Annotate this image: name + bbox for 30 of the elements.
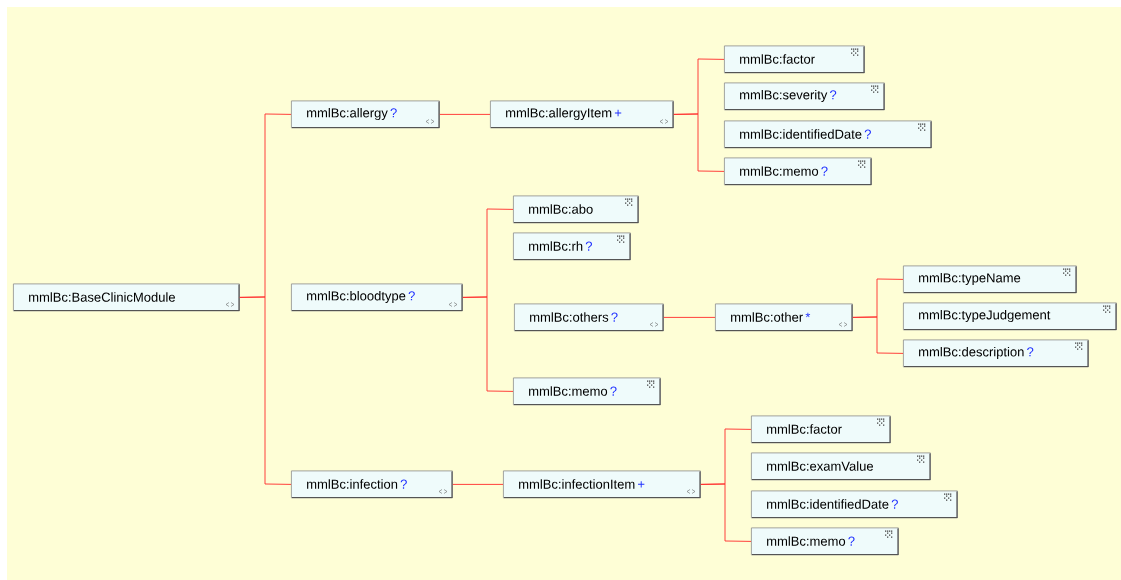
element-box: mmlBc:examValue (751, 452, 931, 481)
element-box: mmlBc:identifiedDate ? (751, 490, 958, 519)
element-box: mmlBc:typeName (903, 265, 1077, 294)
element-box: mmlBc:identifiedDate ? (724, 120, 932, 149)
element-box: mmlBc:description ? (903, 339, 1089, 368)
connector-line (852, 316, 904, 354)
element-box: mmlBc:allergy ? (291, 100, 440, 129)
element-box: mmlBc:rh ? (513, 232, 631, 261)
element-box: mmlBc:factor (751, 415, 891, 444)
connector-line (452, 483, 504, 485)
connector-line (663, 316, 716, 318)
connector-line (462, 296, 514, 392)
element-box: mmlBc:abo (513, 195, 639, 224)
connector-line (700, 483, 752, 542)
element-box: mmlBc:infection ? (291, 470, 453, 499)
element-box: mmlBc:memo ? (724, 157, 872, 186)
element-box: mmlBc:allergyItem + (490, 100, 674, 129)
element-box: mmlBc:others ? (514, 303, 664, 332)
element-box: mmlBc:typeJudgement (903, 302, 1117, 331)
connector-line (239, 296, 292, 485)
element-box: mmlBc:infectionItem + (503, 470, 701, 499)
element-box: mmlBc:factor (724, 45, 865, 74)
connector-line (673, 113, 725, 172)
connector-line (439, 113, 491, 115)
element-box: mmlBc:memo ? (751, 527, 899, 556)
element-box: mmlBc:bloodtype ? (291, 283, 463, 312)
element-box: mmlBc:severity ? (724, 82, 885, 111)
element-box: mmlBc:other * (715, 303, 853, 332)
element-box: mmlBc:memo ? (513, 377, 661, 406)
element-box: mmlBc:BaseClinicModule (13, 283, 240, 312)
